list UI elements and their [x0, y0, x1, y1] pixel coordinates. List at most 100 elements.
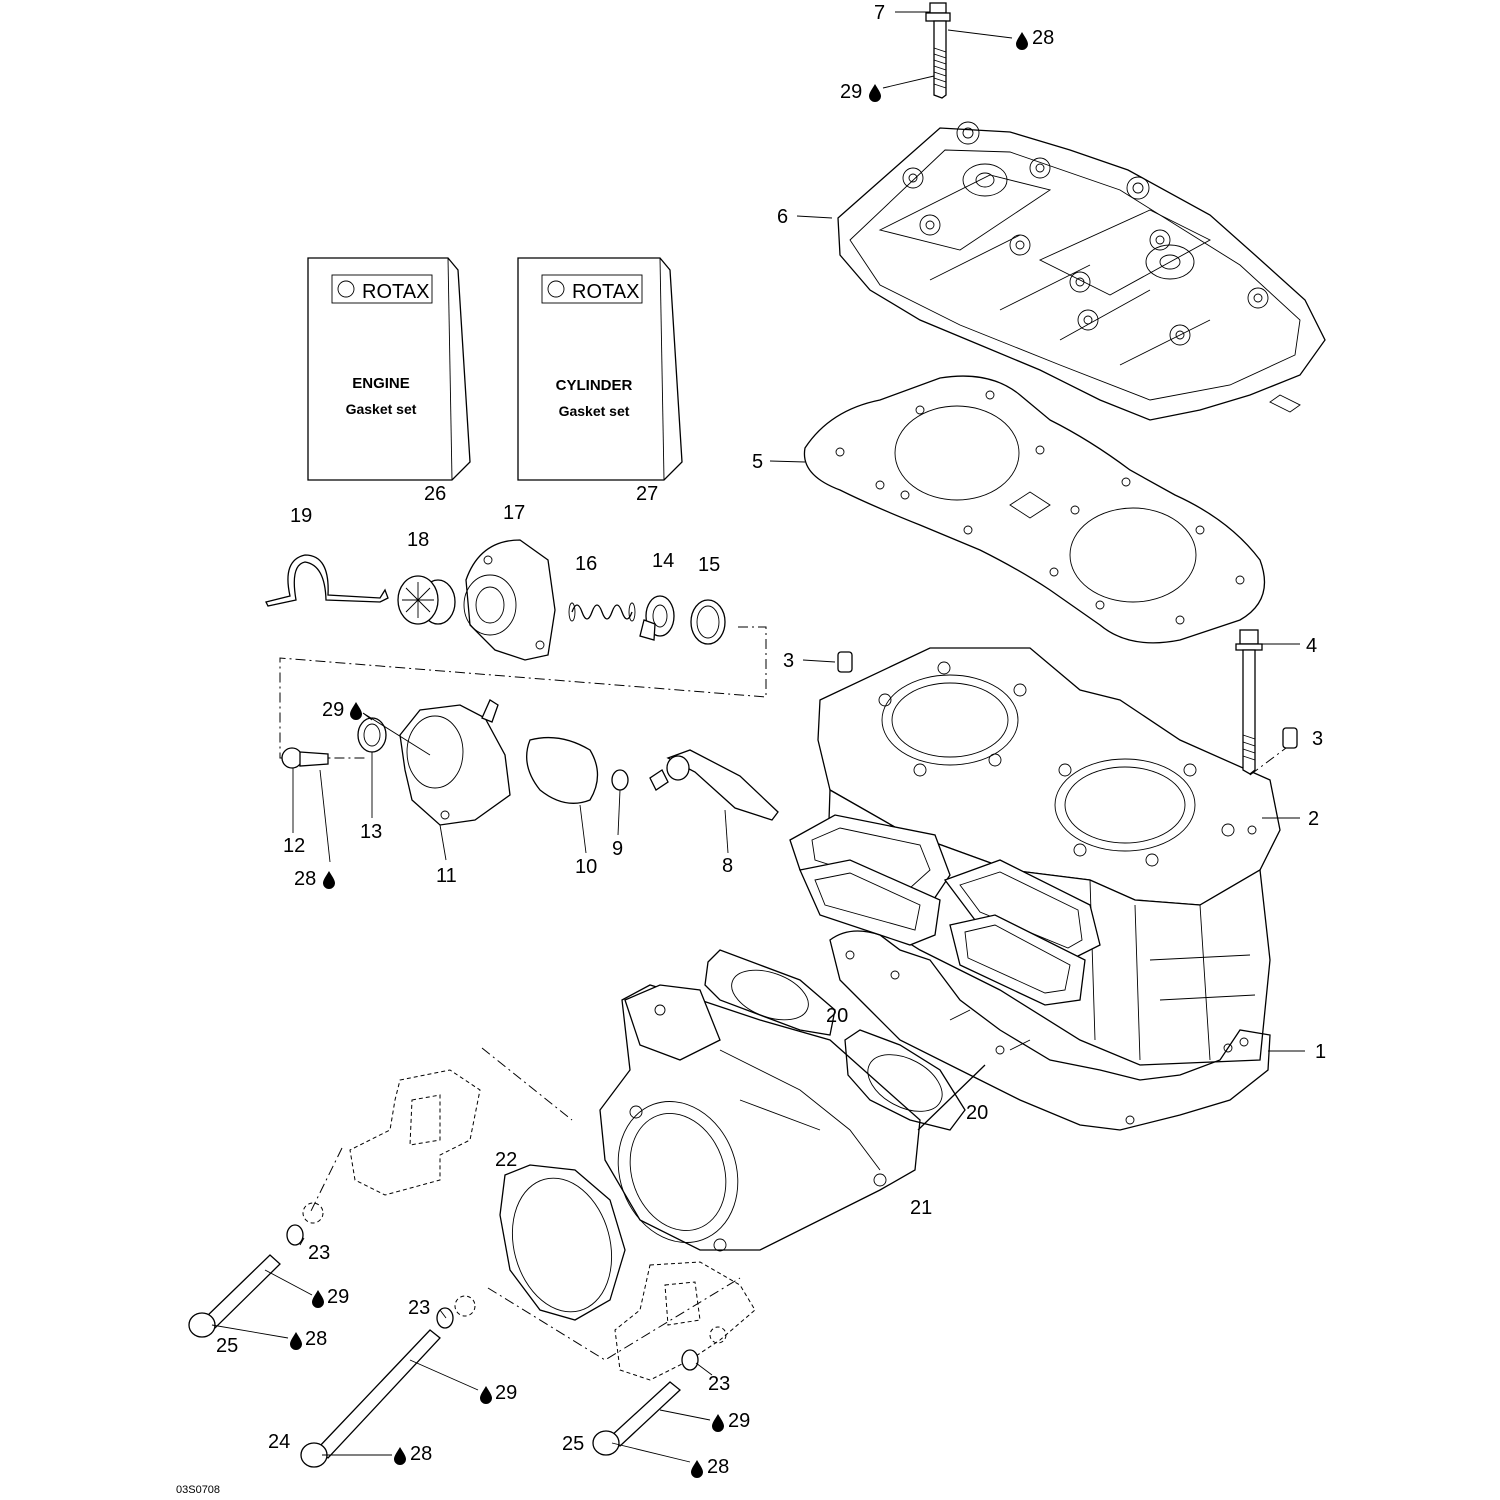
cylinder-block — [789, 647, 1281, 1066]
assembly-line-cover-to-housing — [279, 626, 767, 759]
seal-13 — [357, 717, 387, 753]
label-part-13: 13 — [360, 821, 382, 843]
base-gasket — [829, 930, 1271, 1131]
label-part-24: 24 — [268, 1431, 290, 1453]
exhaust-gasket-lower — [844, 1029, 966, 1131]
lube-label-29-bolt25-right: 29 — [728, 1410, 750, 1432]
oil-drop-icon — [394, 1447, 406, 1465]
bolt-25-right — [592, 1381, 681, 1456]
engine-gasket-set: ROTAX ENGINE Gasket set — [307, 257, 471, 481]
label-part-27: 27 — [636, 483, 658, 505]
oil-drop-icon — [1016, 32, 1028, 50]
label-part-20-lower: 20 — [966, 1102, 988, 1124]
label-part-11: 11 — [436, 865, 457, 887]
label-part-23-middle: 23 — [408, 1297, 430, 1319]
label-part-10: 10 — [575, 856, 597, 878]
label-part-20-upper: 20 — [826, 1005, 848, 1027]
leader-lines — [211, 11, 1305, 1463]
lube-label-28-bolt25-left: 28 — [305, 1328, 327, 1350]
label-part-9: 9 — [612, 838, 623, 860]
label-part-23-right: 23 — [708, 1373, 730, 1395]
exhaust-manifold — [599, 984, 921, 1252]
screw-12 — [281, 747, 329, 769]
cylinder-gasket-set: ROTAX CYLINDER Gasket set — [517, 257, 683, 481]
bolt-7 — [925, 2, 951, 99]
label-part-8: 8 — [722, 855, 733, 877]
oil-drop-icon — [350, 702, 362, 720]
phantom-bracket-left — [302, 1069, 481, 1224]
lube-label-28-screw12: 28 — [294, 868, 316, 890]
lube-label-29-bolt7: 29 — [840, 81, 862, 103]
label-part-15: 15 — [698, 554, 720, 576]
washer-23-middle — [436, 1307, 454, 1329]
label-part-16: 16 — [575, 553, 597, 575]
thermostat-14 — [639, 595, 675, 641]
label-part-25-left: 25 — [216, 1335, 238, 1357]
bolt-24 — [300, 1329, 441, 1468]
oil-drop-icon — [290, 1332, 302, 1350]
figure-reference-code: 03S0708 — [176, 1484, 220, 1496]
oil-drop-icon — [480, 1386, 492, 1404]
label-part-26: 26 — [424, 483, 446, 505]
cylinder-kit-subtitle: Gasket set — [559, 403, 630, 419]
temperature-sensor-8 — [649, 749, 779, 821]
manifold-to-cylinder-line — [917, 1064, 986, 1131]
dowel-pin-upper — [837, 651, 853, 673]
assembly-line-manifold-right — [487, 1277, 741, 1361]
lube-label-28-bolt24: 28 — [410, 1443, 432, 1465]
oil-drop-icon — [869, 84, 881, 102]
label-part-18: 18 — [407, 529, 429, 551]
head-gasket — [803, 375, 1266, 644]
rotax-logo-icon — [547, 280, 565, 298]
label-part-17: 17 — [503, 502, 525, 524]
dowel-pin-right — [1282, 727, 1298, 749]
manifold-gasket — [499, 1164, 626, 1321]
engine-kit-subtitle: Gasket set — [346, 401, 417, 417]
bolt-4 — [1235, 629, 1263, 775]
plug-18 — [397, 575, 456, 625]
water-outlet-housing-11 — [399, 699, 511, 826]
cylinder-kit-brand: ROTAX — [572, 281, 639, 303]
label-part-2: 2 — [1308, 808, 1319, 830]
engine-kit-title: ENGINE — [352, 375, 410, 392]
label-part-1: 1 — [1315, 1041, 1326, 1063]
label-part-4: 4 — [1306, 635, 1317, 657]
lube-label-28-bolt7: 28 — [1032, 27, 1054, 49]
phantom-bracket-right — [454, 1261, 756, 1381]
label-part-22: 22 — [495, 1149, 517, 1171]
oil-drop-icon — [323, 871, 335, 889]
lube-label-29-bolt24: 29 — [495, 1382, 517, 1404]
assembly-line-bolt4 — [1249, 744, 1291, 776]
o-ring-9 — [611, 769, 629, 791]
washer-23-left — [286, 1224, 304, 1246]
seal-ring-15 — [690, 599, 726, 645]
oil-drop-icon — [712, 1414, 724, 1432]
cylinder-head-cover — [837, 121, 1326, 421]
washer-23-right — [681, 1349, 699, 1371]
assembly-line-manifold-left — [309, 1047, 573, 1214]
label-part-21: 21 — [910, 1197, 932, 1219]
label-part-25-right: 25 — [562, 1433, 584, 1455]
gasket-10 — [526, 736, 599, 804]
exhaust-gasket-upper — [704, 949, 836, 1036]
oil-drop-icon — [691, 1460, 703, 1478]
lube-label-28-bolt25-right: 28 — [707, 1456, 729, 1478]
label-part-6: 6 — [777, 206, 788, 228]
cylinder-kit-title: CYLINDER — [556, 377, 633, 394]
cover-17 — [463, 539, 556, 661]
bolt-25-left — [188, 1254, 281, 1338]
label-part-14: 14 — [652, 550, 674, 572]
label-part-7: 7 — [874, 2, 885, 24]
label-part-12: 12 — [283, 835, 305, 857]
engine-kit-brand: ROTAX — [362, 281, 429, 303]
label-part-19: 19 — [290, 505, 312, 527]
label-part-23-left: 23 — [308, 1242, 330, 1264]
oil-drop-icon — [312, 1290, 324, 1308]
rotax-logo-icon — [337, 280, 355, 298]
spring-16 — [568, 602, 636, 622]
label-part-3-right: 3 — [1312, 728, 1323, 750]
lube-label-29-bolt25-left: 29 — [327, 1286, 349, 1308]
retaining-clip-19 — [265, 554, 389, 607]
